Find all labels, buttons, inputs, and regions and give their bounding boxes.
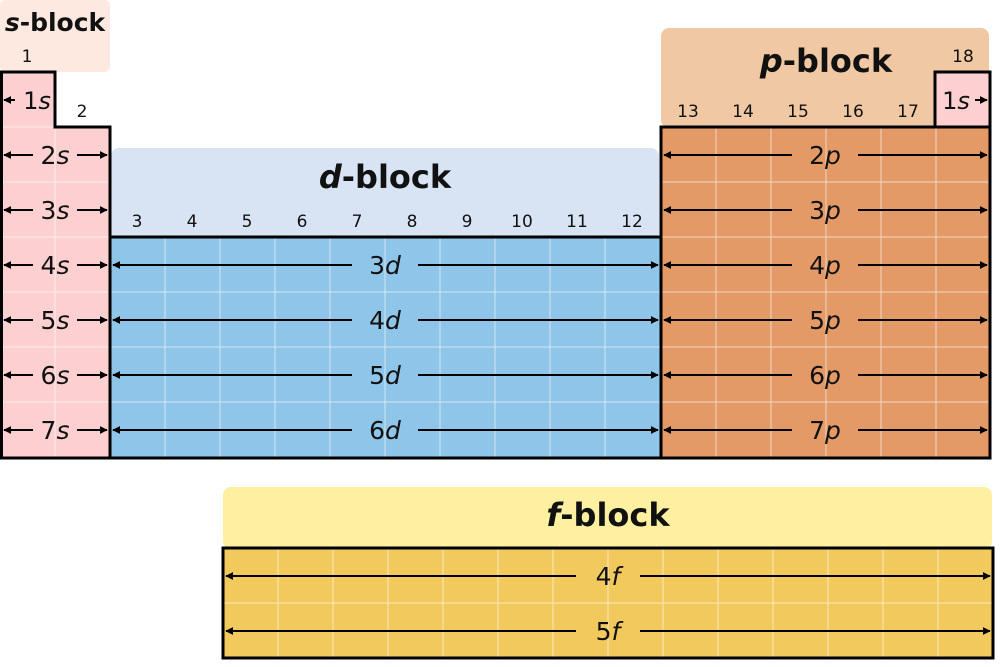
f-block-title: f-block: [546, 496, 670, 534]
orbital-label-5s: 5s: [41, 306, 70, 335]
s-block-outline: [0, 70, 112, 460]
orbital-label-5f: 5f: [596, 617, 624, 646]
f-block-header-bg: [223, 487, 992, 549]
group-number-labels: 1 2 3 4 5 6 7 8 9 10 11 12 13 14 15 16 1…: [22, 47, 974, 232]
orbital-label-3d: 3d: [369, 251, 401, 280]
f-block-outline: [221, 546, 995, 660]
orbital-label-6p: 6p: [809, 361, 841, 390]
group-number: 15: [787, 102, 809, 122]
group-number: 14: [732, 102, 754, 122]
orbital-label-4p: 4p: [809, 251, 841, 280]
group-number: 5: [242, 212, 253, 232]
orbital-label-5d: 5d: [369, 361, 401, 390]
group-number: 17: [897, 102, 919, 122]
orbital-label-6s: 6s: [41, 361, 70, 390]
group-number: 8: [407, 212, 418, 232]
group-number: 9: [462, 212, 473, 232]
orbital-label-7p: 7p: [809, 416, 841, 445]
orbital-span-arrows: [3, 96, 991, 635]
p-block-outline: [659, 125, 992, 460]
s-block-header-bg: [0, 0, 110, 72]
p-block-header-bg: [661, 28, 989, 128]
orbital-label-4f: 4f: [596, 562, 624, 591]
group-number: 2: [77, 102, 88, 122]
orbital-label-1s-helium: 1s: [942, 87, 970, 115]
group-number: 1: [22, 47, 33, 67]
d-block-header-bg: [111, 148, 659, 240]
group-number: 11: [566, 212, 588, 232]
orbital-label-7s: 7s: [41, 416, 70, 445]
s-block-title: s-block: [5, 8, 107, 37]
group-number: 3: [132, 212, 143, 232]
group-number: 16: [842, 102, 864, 122]
group-number: 6: [297, 212, 308, 232]
block-outlines: [0, 70, 995, 660]
orbital-label-4s: 4s: [41, 251, 70, 280]
orbital-label-3p: 3p: [809, 196, 841, 225]
orbital-label-2p: 2p: [809, 141, 841, 170]
group-number: 10: [511, 212, 533, 232]
group-number: 18: [952, 47, 974, 67]
p-block-title: p-block: [759, 42, 893, 80]
orbital-label-3s: 3s: [41, 196, 70, 225]
orbital-label-6d: 6d: [369, 416, 401, 445]
orbital-label-5p: 5p: [809, 306, 841, 335]
cell-grid: [0, 126, 993, 658]
d-block-title: d-block: [319, 158, 452, 196]
orbital-label-4d: 4d: [369, 306, 401, 335]
orbital-labels: 1s 1s 2s 3s 4s 5s 6s 7s 3d 4d 5d 6d 2p 3…: [23, 87, 970, 646]
group-number: 7: [352, 212, 363, 232]
group-number: 4: [187, 212, 198, 232]
orbital-label-2s: 2s: [41, 141, 70, 170]
group-number: 13: [677, 102, 699, 122]
group-number: 12: [621, 212, 643, 232]
orbital-label-1s-hydrogen: 1s: [23, 87, 51, 115]
